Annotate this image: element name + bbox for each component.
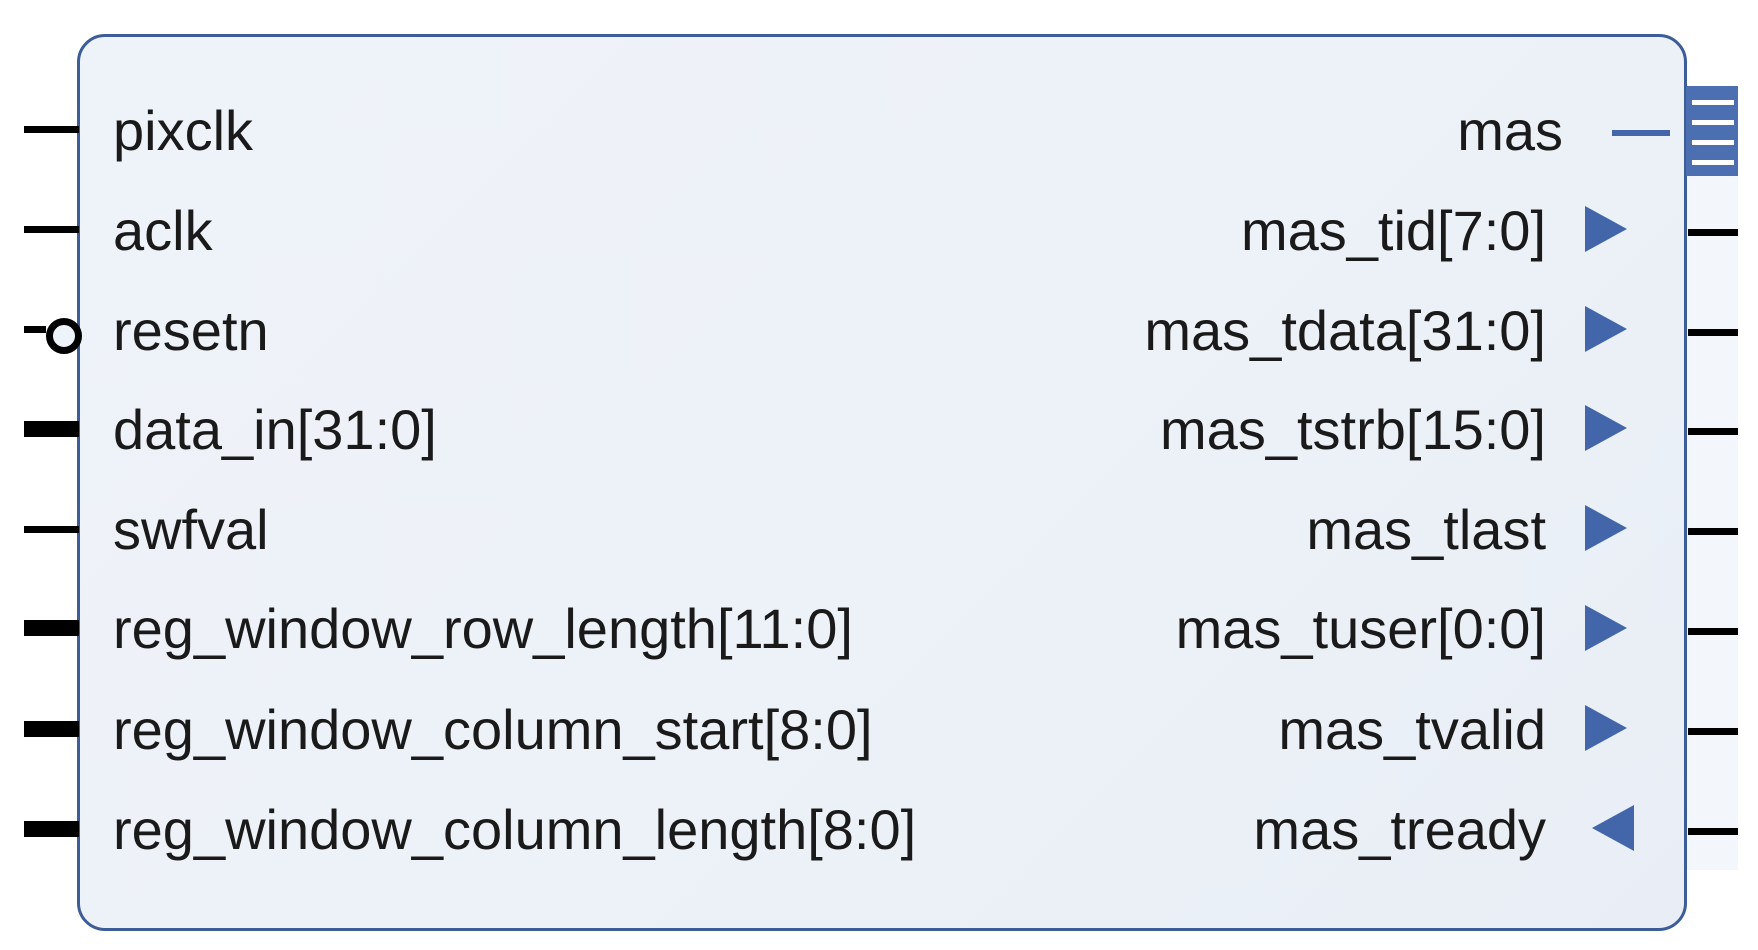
- output-label: mas_tvalid: [1278, 698, 1546, 761]
- input-label: reg_window_row_length[11:0]: [113, 597, 853, 660]
- interface-row: [1692, 140, 1734, 145]
- active-low-bubble-icon: [46, 318, 82, 354]
- interface-row: [1692, 120, 1734, 125]
- pin-data-in[interactable]: [24, 421, 79, 437]
- pin-mas-tid[interactable]: [1688, 229, 1738, 236]
- interface-connector[interactable]: [1612, 130, 1670, 136]
- bus-interface-icon[interactable]: [1686, 86, 1738, 176]
- input-label: reg_window_column_length[8:0]: [113, 798, 917, 861]
- triangle-right-icon: [1585, 405, 1627, 451]
- pin-mas-tlast[interactable]: [1688, 528, 1738, 535]
- pin-pixclk[interactable]: [24, 126, 79, 133]
- output-label: mas_tdata[31:0]: [1144, 299, 1546, 362]
- input-label: reg_window_column_start[8:0]: [113, 698, 873, 761]
- triangle-right-icon: [1585, 605, 1627, 651]
- input-label: data_in[31:0]: [113, 398, 437, 461]
- input-label: pixclk: [113, 99, 254, 162]
- triangle-left-icon: [1592, 805, 1634, 851]
- interface-strip: [1686, 176, 1738, 870]
- pin-reg-window-row-length[interactable]: [24, 620, 79, 636]
- pin-mas-tdata[interactable]: [1688, 329, 1738, 336]
- pin-reg-window-column-length[interactable]: [24, 821, 79, 837]
- input-label: swfval: [113, 498, 269, 561]
- triangle-right-icon: [1585, 705, 1627, 751]
- pin-mas-tuser[interactable]: [1688, 628, 1738, 635]
- output-label: mas_tstrb[15:0]: [1160, 398, 1546, 461]
- pin-reg-window-column-start[interactable]: [24, 721, 79, 737]
- input-label: aclk: [113, 199, 213, 262]
- pin-resetn[interactable]: [24, 326, 46, 333]
- triangle-right-icon: [1585, 206, 1627, 252]
- ip-block-body[interactable]: [77, 34, 1687, 931]
- triangle-right-icon: [1585, 306, 1627, 352]
- pin-aclk[interactable]: [24, 226, 79, 233]
- output-label: mas: [1457, 99, 1563, 162]
- interface-row: [1692, 160, 1734, 165]
- triangle-right-icon: [1585, 505, 1627, 551]
- output-label: mas_tlast: [1306, 498, 1546, 561]
- pin-mas-tvalid[interactable]: [1688, 728, 1738, 735]
- output-label: mas_tid[7:0]: [1240, 199, 1546, 262]
- pin-mas-tready[interactable]: [1688, 828, 1738, 835]
- interface-row: [1692, 100, 1734, 105]
- output-label: mas_tready: [1253, 798, 1546, 861]
- input-label: resetn: [113, 299, 269, 362]
- pin-mas-tstrb[interactable]: [1688, 428, 1738, 435]
- pin-swfval[interactable]: [24, 526, 79, 533]
- output-label: mas_tuser[0:0]: [1175, 597, 1546, 660]
